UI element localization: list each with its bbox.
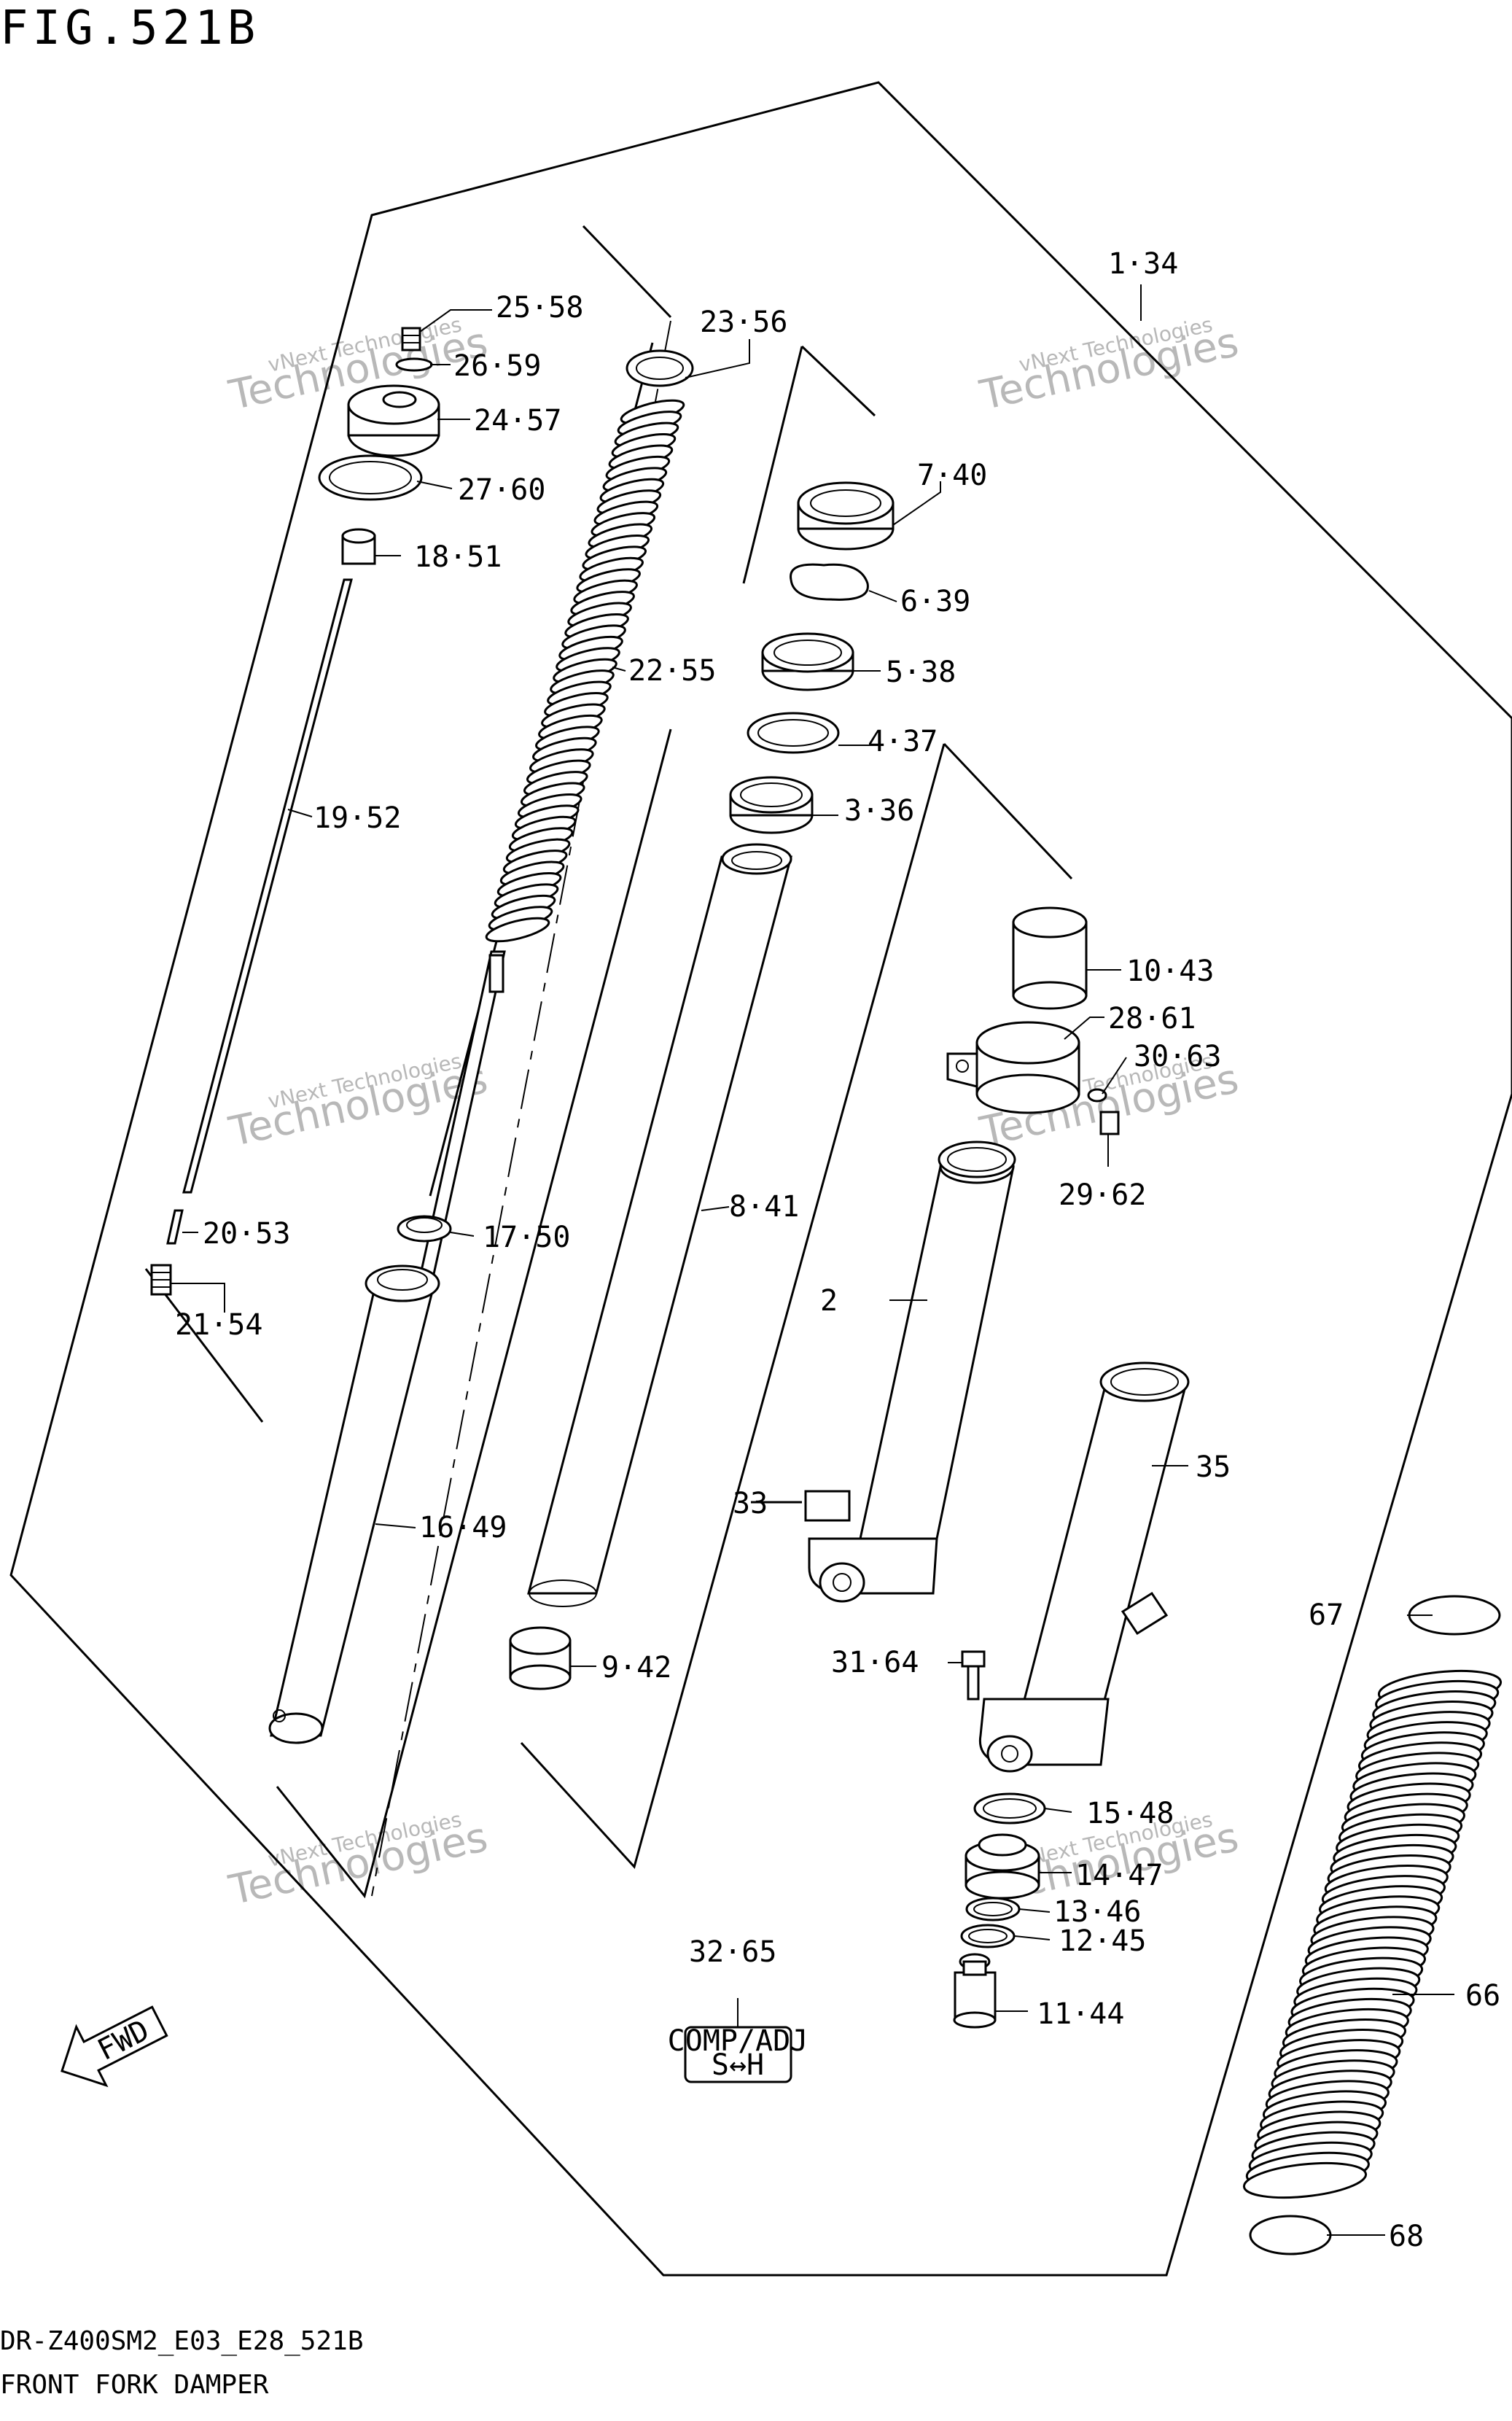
callout-2: 2 xyxy=(820,1284,838,1318)
dust-seal-7 xyxy=(797,481,895,551)
bracket-mid xyxy=(276,345,876,1899)
spring-21 xyxy=(150,1264,172,1296)
o-ring-13 xyxy=(965,1897,1021,1921)
comp-adj-tag: COMP/ADJ S↔H xyxy=(668,2024,808,2083)
callout-9-42: 9·42 xyxy=(601,1651,671,1684)
callout-3-36: 3·36 xyxy=(844,794,914,828)
callout-4-37: 4·37 xyxy=(868,725,938,758)
clip-68 xyxy=(1249,2215,1332,2255)
callout-13-46: 13·46 xyxy=(1053,1895,1141,1929)
page-name: FRONT FORK DAMPER xyxy=(0,2370,269,2400)
callout-10-43: 10·43 xyxy=(1126,955,1214,988)
outer-tube-35 xyxy=(978,1361,1190,1773)
callout-1-34: 1·34 xyxy=(1108,247,1178,281)
collar-10 xyxy=(1012,906,1088,1010)
callout-28-61: 28·61 xyxy=(1108,1002,1196,1035)
screw-29 xyxy=(1099,1111,1120,1135)
callout-26-59: 26·59 xyxy=(453,349,541,383)
pin-20 xyxy=(166,1209,184,1245)
bushing-9 xyxy=(509,1626,572,1690)
callout-68: 68 xyxy=(1389,2220,1424,2253)
assembly-outline xyxy=(9,81,1512,2277)
callout-18-51: 18·51 xyxy=(414,540,502,574)
oil-seal-5 xyxy=(761,632,854,691)
bolt-31 xyxy=(961,1650,986,1701)
callout-21-54: 21·54 xyxy=(175,1308,262,1342)
callout-67: 67 xyxy=(1309,1598,1344,1632)
callout-25-58: 25·58 xyxy=(496,291,583,325)
washer-30 xyxy=(1087,1088,1107,1103)
cylinder-16 xyxy=(268,1264,440,1744)
callout-32-65: 32·65 xyxy=(689,1935,776,1969)
cap-bolt-24 xyxy=(347,384,440,457)
callout-24-57: 24·57 xyxy=(474,404,561,438)
washer-23 xyxy=(626,349,694,387)
callout-11-44: 11·44 xyxy=(1037,1997,1124,2031)
callout-8-41: 8·41 xyxy=(729,1190,799,1224)
seal-14 xyxy=(965,1833,1040,1900)
callout-12-45: 12·45 xyxy=(1059,1924,1146,1958)
outer-tube-2 xyxy=(804,1140,1016,1603)
callout-31-64: 31·64 xyxy=(831,1646,919,1679)
callout-27-60: 27·60 xyxy=(458,473,545,507)
bolt-25 xyxy=(401,327,421,351)
bracket-left-dash xyxy=(371,320,671,1897)
spring-22 xyxy=(485,399,685,943)
clamp-28 xyxy=(946,1021,1080,1114)
callout-35: 35 xyxy=(1196,1450,1231,1484)
fork-boot-66 xyxy=(1242,1669,1503,2199)
o-ring-15 xyxy=(973,1792,1046,1825)
washer-4 xyxy=(747,712,840,754)
callout-15-48: 15·48 xyxy=(1086,1797,1174,1830)
o-ring-27 xyxy=(318,454,423,501)
callout-66: 66 xyxy=(1465,1979,1500,2013)
ring-17 xyxy=(397,1215,452,1243)
callout-6-39: 6·39 xyxy=(900,585,970,618)
washer-12 xyxy=(960,1924,1016,1948)
bushing-3 xyxy=(729,776,814,834)
callout-22-55: 22·55 xyxy=(628,654,716,688)
bracket-right xyxy=(520,742,1073,1870)
model-code: DR-Z400SM2_E03_E28_521B xyxy=(0,2326,364,2356)
callout-29-62: 29·62 xyxy=(1059,1178,1146,1212)
inner-tube-8 xyxy=(527,843,792,1607)
callout-20-53: 20·53 xyxy=(203,1217,290,1251)
comp-adj-line1: COMP/ADJ xyxy=(668,2024,808,2058)
stopper-ring-6 xyxy=(790,563,869,601)
fwd-arrow: FWD xyxy=(61,2005,168,2088)
callout-labels: 1·34 2 3·36 4·37 5·38 6·39 7·40 8·41 9·4… xyxy=(175,247,1500,2253)
callout-23-56: 23·56 xyxy=(700,306,787,339)
callout-5-38: 5·38 xyxy=(886,656,956,689)
figure-title: FIG.521B xyxy=(0,1,260,55)
callout-7-40: 7·40 xyxy=(917,459,987,492)
spring-coil xyxy=(485,917,550,943)
comp-adj-line2: S↔H xyxy=(712,2048,764,2082)
leader-lines xyxy=(171,284,1454,2236)
washer-26 xyxy=(395,357,433,372)
rod-19 xyxy=(182,578,353,1194)
callout-30-63: 30·63 xyxy=(1134,1040,1221,1073)
nut-18 xyxy=(341,528,376,565)
callout-33: 33 xyxy=(733,1487,768,1520)
callout-19-52: 19·52 xyxy=(313,801,401,835)
callout-16-49: 16·49 xyxy=(419,1511,507,1544)
callout-14-47: 14·47 xyxy=(1075,1859,1163,1892)
callout-17-50: 17·50 xyxy=(483,1221,570,1254)
adjuster-11 xyxy=(953,1953,997,2029)
boot-fold xyxy=(1242,2161,1368,2199)
